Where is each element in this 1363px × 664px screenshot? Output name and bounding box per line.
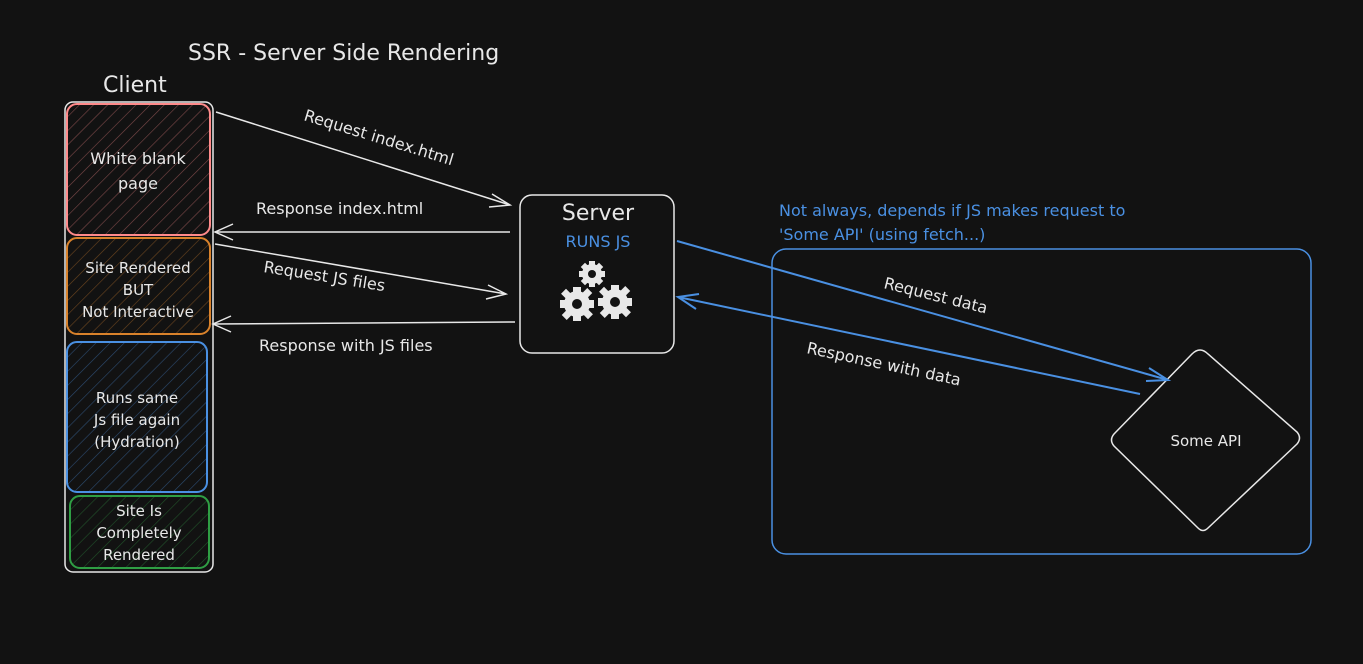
client-label: Client <box>103 73 167 98</box>
arrow-response-index: Response index.html <box>213 199 510 241</box>
stage-text: Js file again <box>93 411 180 429</box>
client-stage-completely-rendered: Site Is Completely Rendered <box>69 495 210 569</box>
client-container <box>64 101 214 573</box>
api-container <box>771 248 1312 555</box>
arrow-request-index: Request index.html <box>215 106 513 208</box>
client-stage-hydration: Runs same Js file again (Hydration) <box>66 341 208 493</box>
api-note-line1: Not always, depends if JS makes request … <box>779 201 1125 220</box>
arrow-label: Request data <box>882 273 990 317</box>
stage-text: Rendered <box>103 546 175 564</box>
arrow-response-js: Response with JS files <box>211 315 516 355</box>
stage-text: BUT <box>123 281 154 299</box>
stage-text: (Hydration) <box>94 433 179 451</box>
stage-text: Site Rendered <box>85 259 190 277</box>
server-sublabel: RUNS JS <box>566 232 631 251</box>
arrow-request-js: Request JS files <box>214 243 509 300</box>
some-api-node: Some API <box>1110 349 1301 532</box>
gears-icon <box>560 261 632 321</box>
some-api-label: Some API <box>1170 432 1241 450</box>
arrow-label: Response with data <box>805 338 963 389</box>
arrow-response-data: Response with data <box>675 293 1141 395</box>
server-label: Server <box>562 201 635 226</box>
api-note-line2: 'Some API' (using fetch...) <box>779 225 985 244</box>
stage-text: Not Interactive <box>82 303 194 321</box>
stage-text: Completely <box>96 524 181 542</box>
arrow-request-data: Request data <box>676 240 1172 382</box>
stage-text: White blank <box>90 149 186 168</box>
client-stage-white-blank-page: White blank page <box>66 103 211 236</box>
stage-text: Site Is <box>116 502 162 520</box>
stage-text: Runs same <box>96 389 178 407</box>
arrow-label: Response index.html <box>256 199 423 218</box>
arrow-label: Request index.html <box>302 106 456 170</box>
arrow-label: Response with JS files <box>259 336 433 355</box>
diagram-title: SSR - Server Side Rendering <box>188 41 499 66</box>
client-stage-rendered-not-interactive: Site Rendered BUT Not Interactive <box>66 237 211 335</box>
stage-text: page <box>118 174 158 193</box>
server-box: Server RUNS JS <box>519 194 675 354</box>
